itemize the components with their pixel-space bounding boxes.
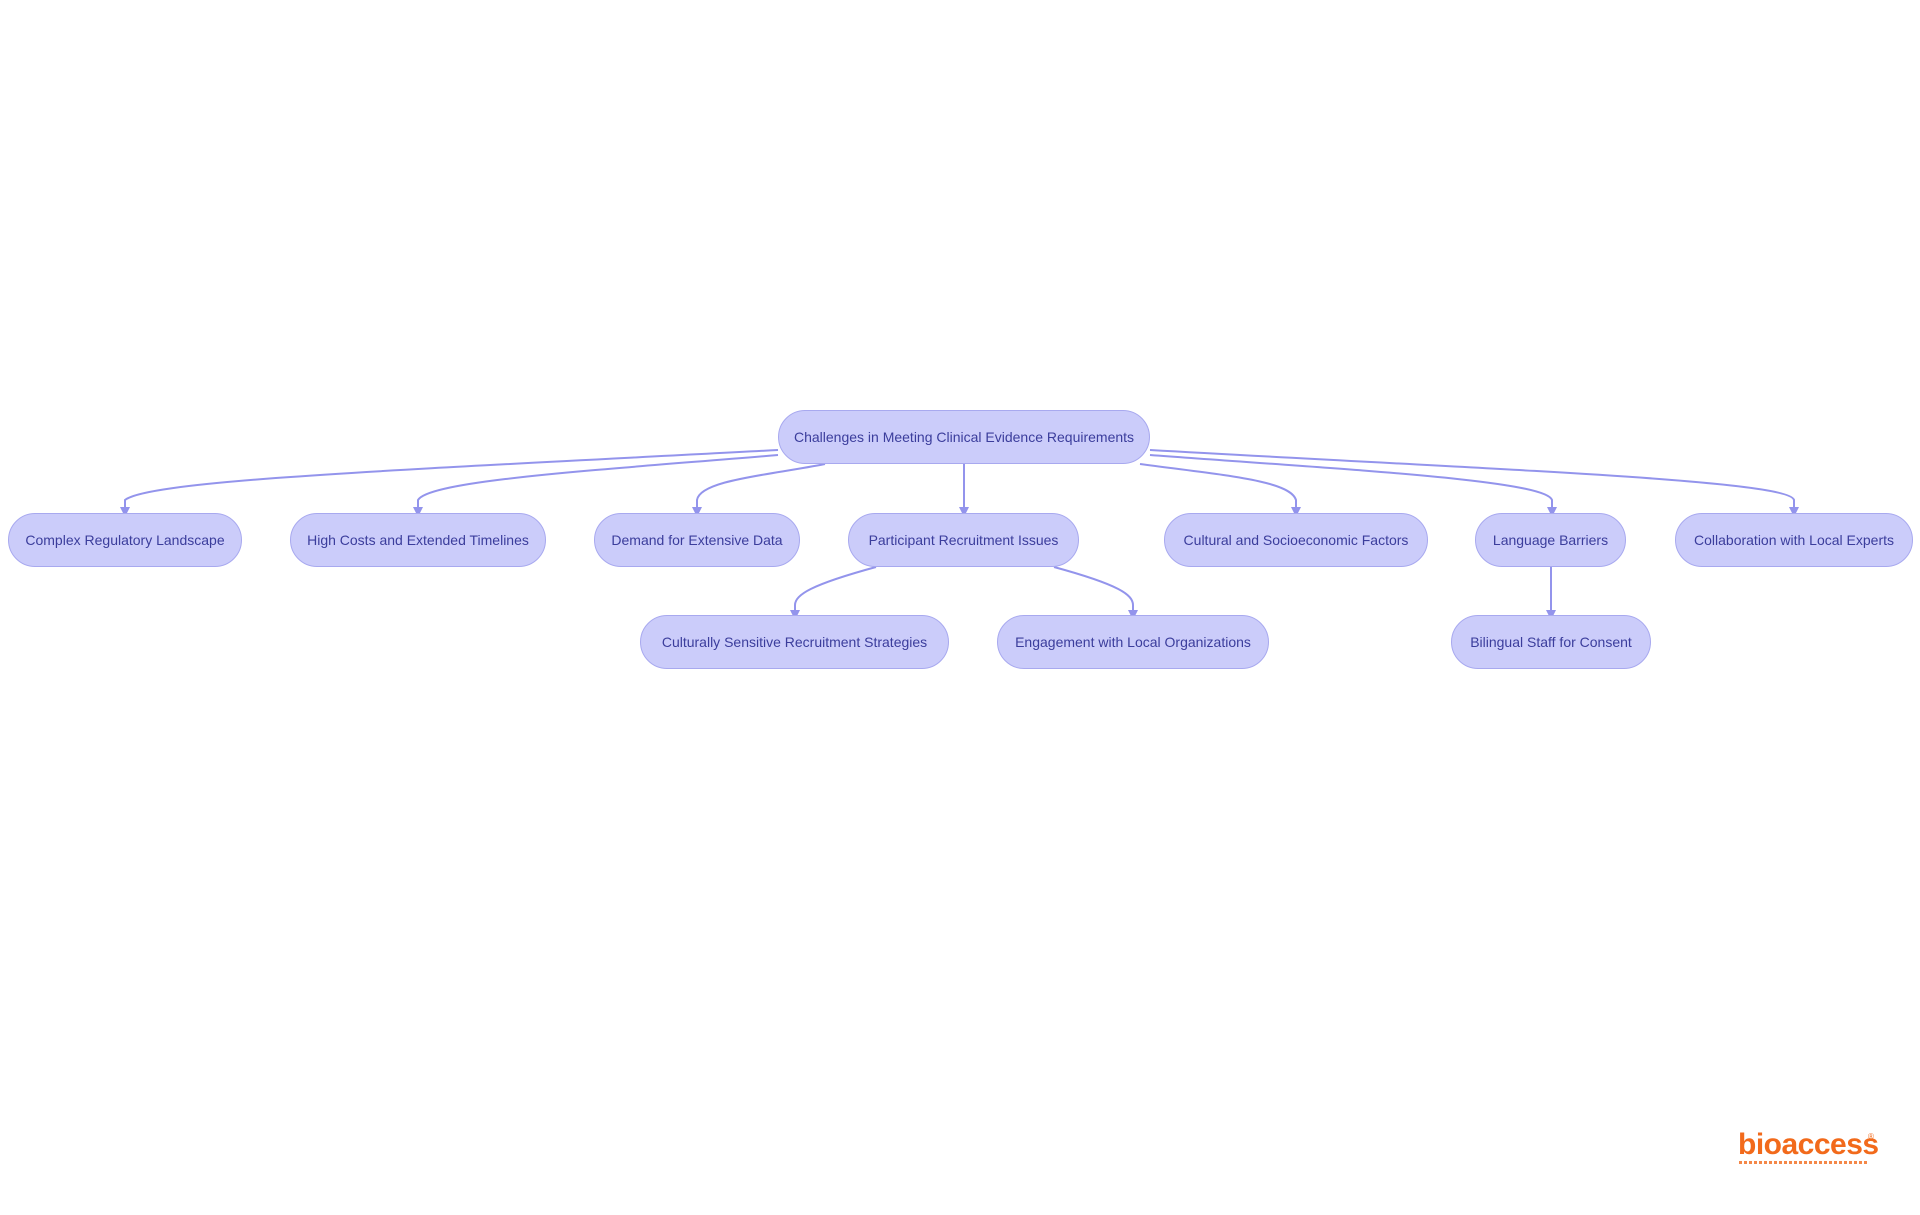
node-complex-regulatory-landscape: Complex Regulatory Landscape <box>8 513 242 567</box>
edge-root-costs <box>413 454 779 517</box>
node-engagement-local-organizations: Engagement with Local Organizations <box>997 615 1269 669</box>
node-language-barriers: Language Barriers <box>1475 513 1626 567</box>
node-bilingual-staff-consent: Bilingual Staff for Consent <box>1451 615 1651 669</box>
edge-root-language <box>1149 454 1557 517</box>
node-participant-recruitment-issues: Participant Recruitment Issues <box>848 513 1079 567</box>
edge-root-regulatory <box>120 449 779 517</box>
node-collaboration-local-experts: Collaboration with Local Experts <box>1675 513 1913 567</box>
registered-mark-icon: ® <box>1868 1132 1874 1141</box>
bioaccess-logo: bioaccess ® <box>1738 1128 1879 1170</box>
node-demand-extensive-data: Demand for Extensive Data <box>594 513 800 567</box>
edge-root-cultural <box>1139 463 1301 517</box>
node-high-costs-extended-timelines: High Costs and Extended Timelines <box>290 513 546 567</box>
edge-recruitment-strategies <box>790 566 877 620</box>
node-culturally-sensitive-strategies: Culturally Sensitive Recruitment Strateg… <box>640 615 949 669</box>
edge-root-data <box>692 463 826 517</box>
edge-root-collaboration <box>1149 449 1799 517</box>
edge-recruitment-organizations <box>1053 566 1138 620</box>
node-cultural-socioeconomic-factors: Cultural and Socioeconomic Factors <box>1164 513 1428 567</box>
logo-tagline-graphic <box>1739 1161 1867 1164</box>
node-root: Challenges in Meeting Clinical Evidence … <box>778 410 1150 464</box>
logo-wordmark: bioaccess <box>1738 1128 1879 1161</box>
